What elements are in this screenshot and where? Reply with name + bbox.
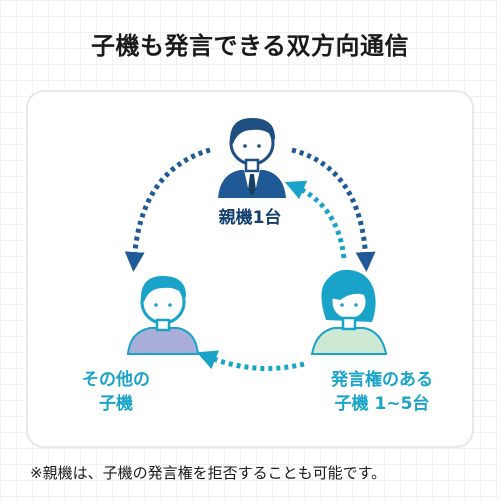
other-label: その他の 子機 <box>56 368 176 416</box>
speaker-label-line2: 子機 1~5台 <box>334 394 430 414</box>
footnote: ※親機は、子機の発言権を拒否することも可能です。 <box>30 464 387 482</box>
parent-label: 親機1台 <box>218 208 282 228</box>
woman-icon <box>310 269 388 355</box>
page-title: 子機も発言できる双方向通信 <box>90 32 410 60</box>
other-label-line1: その他の <box>82 370 150 390</box>
arrow-speaker-to-parent <box>284 180 347 259</box>
other-label-line2: 子機 <box>99 394 133 414</box>
arrow-speaker-to-other <box>196 350 305 371</box>
man-suit-icon <box>218 118 286 198</box>
arrow-parent-to-speaker <box>291 147 376 272</box>
arrow-parent-to-other <box>124 147 211 272</box>
speaker-label-line1: 発言権のある <box>331 370 433 390</box>
man-casual-icon <box>126 276 200 355</box>
speaker-label: 発言権のある 子機 1~5台 <box>300 368 464 416</box>
